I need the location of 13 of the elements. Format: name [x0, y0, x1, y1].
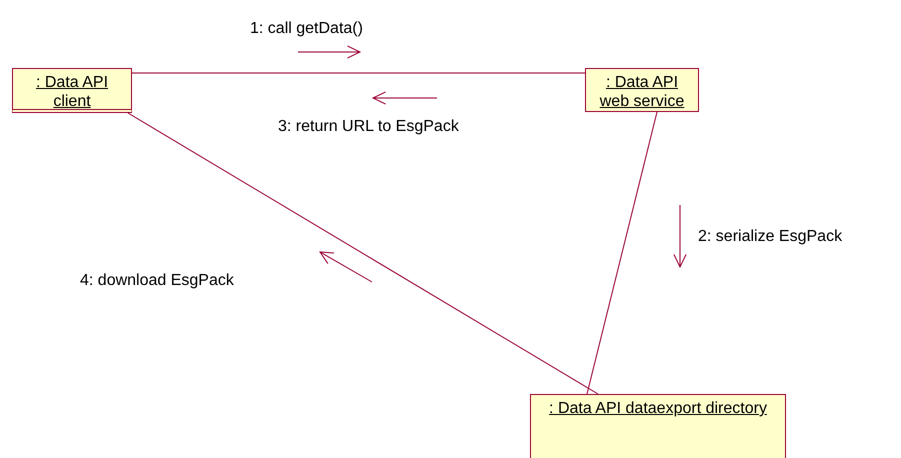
- object-name: : Data API dataexport directory: [548, 399, 768, 419]
- object-name: : Data API web service: [598, 73, 686, 111]
- message-label: 3: return URL to EsgPack: [278, 118, 459, 136]
- object-box: [530, 394, 786, 458]
- message-label: 1: call getData(): [250, 20, 363, 38]
- message-label: 2: serialize EsgPack: [698, 228, 842, 246]
- object-box: [585, 68, 699, 112]
- link-line: [132, 72, 586, 74]
- object-box: [12, 68, 132, 113]
- link-line: [128, 112, 598, 394]
- object-name: : Data API client: [34, 73, 110, 109]
- message-label: 4: download EsgPack: [80, 272, 234, 290]
- link-line: [586, 112, 658, 394]
